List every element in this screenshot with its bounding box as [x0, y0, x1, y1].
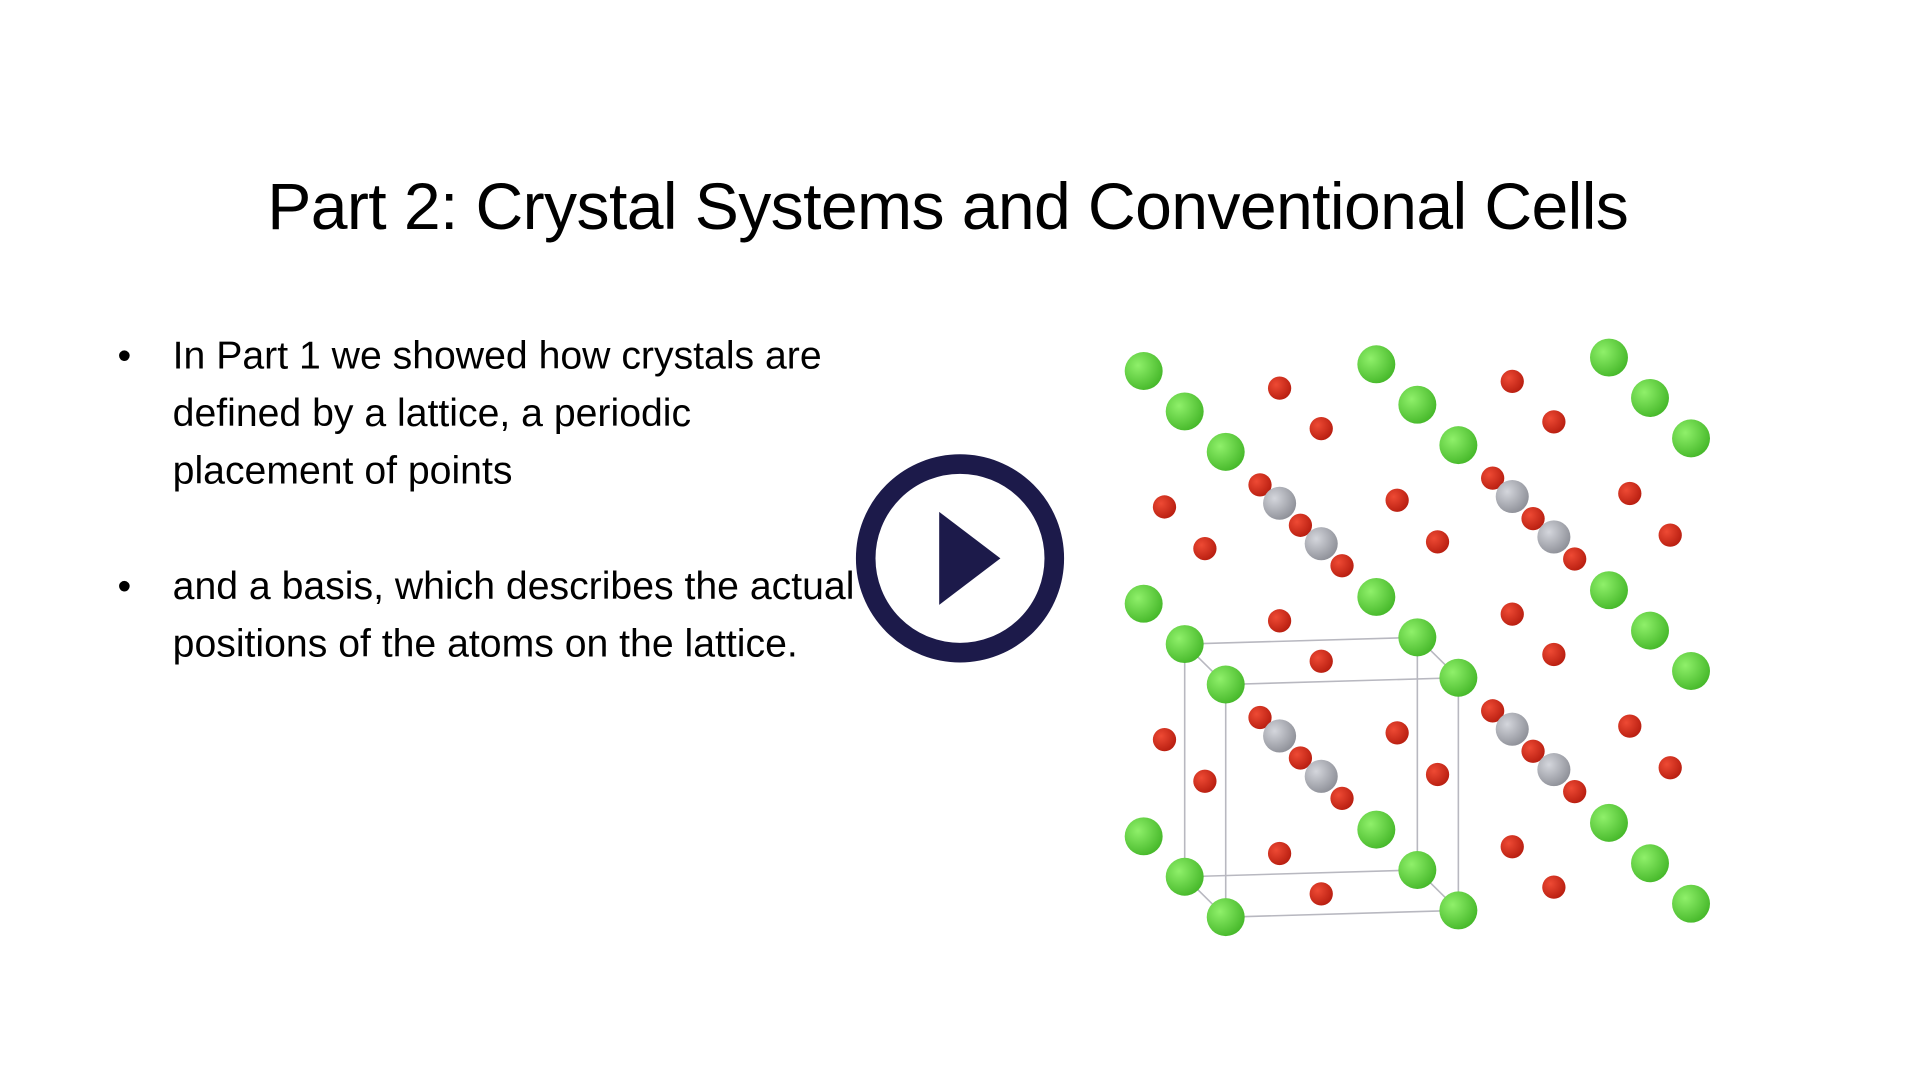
red-atom [1425, 530, 1450, 554]
green-atom [1165, 857, 1204, 896]
red-atom [1267, 609, 1292, 633]
green-atom [1439, 891, 1478, 930]
red-atom [1330, 786, 1354, 811]
red-atom [1425, 762, 1450, 787]
green-atom [1439, 658, 1478, 697]
unit-cell-edge [1225, 676, 1459, 686]
red-atom [1563, 780, 1587, 804]
green-atom [1206, 898, 1245, 937]
unit-cell-edge [1225, 909, 1459, 918]
green-atom [1672, 652, 1711, 691]
play-icon [939, 511, 1001, 605]
green-atom [1672, 419, 1711, 458]
green-atom [1590, 571, 1628, 610]
grey-atom [1263, 719, 1297, 753]
bullet-marker: • [117, 333, 132, 378]
grey-atom [1537, 520, 1571, 554]
grey-atom [1304, 527, 1338, 561]
bullet-text-line: and a basis, which describes the actual [172, 563, 855, 608]
red-atom [1385, 488, 1409, 512]
red-atom [1288, 746, 1313, 770]
red-atom [1152, 495, 1177, 519]
green-atom [1398, 385, 1437, 424]
bullet-text-line: positions of the atoms on the lattice. [172, 620, 798, 665]
green-atom [1631, 378, 1669, 417]
red-atom [1500, 835, 1524, 859]
green-atom [1357, 577, 1396, 616]
green-atom [1124, 584, 1163, 623]
red-atom [1152, 727, 1177, 752]
unit-cell-edge [1184, 636, 1418, 645]
green-atom [1165, 625, 1204, 664]
red-atom [1542, 410, 1566, 434]
red-atom [1618, 481, 1642, 506]
red-atom [1309, 416, 1333, 441]
green-atom [1398, 618, 1437, 657]
red-atom [1267, 376, 1292, 400]
red-atom [1618, 714, 1642, 738]
bullet-text-line: defined by a lattice, a periodic [172, 390, 692, 435]
green-atom [1206, 665, 1245, 704]
bullet-text-line: placement of points [172, 448, 513, 493]
play-video-button[interactable] [855, 453, 1066, 664]
grey-atom [1263, 486, 1297, 520]
atoms [1124, 338, 1711, 937]
green-atom [1124, 817, 1163, 856]
unit-cell-edge [1184, 869, 1418, 878]
green-atom [1165, 392, 1204, 431]
red-atom [1481, 699, 1505, 723]
green-atom [1631, 844, 1669, 883]
bullet-item: • and a basis, which describes the actua… [118, 557, 855, 672]
green-atom [1206, 432, 1245, 471]
red-atom [1563, 547, 1587, 571]
red-atom [1309, 649, 1333, 673]
green-atom [1631, 611, 1669, 650]
green-atom [1357, 810, 1396, 849]
red-atom [1500, 602, 1524, 626]
green-atom [1398, 851, 1437, 889]
bullet-item: • In Part 1 we showed how crystals are d… [118, 327, 822, 500]
grey-atom [1304, 759, 1338, 793]
red-atom [1309, 882, 1333, 906]
red-atom [1521, 739, 1545, 763]
red-atom [1658, 523, 1682, 547]
red-atom [1385, 721, 1409, 745]
red-atom [1193, 536, 1217, 561]
red-atom [1500, 369, 1524, 394]
green-atom [1672, 884, 1711, 923]
red-atom [1330, 554, 1354, 578]
bullet-text-line: In Part 1 we showed how crystals are [172, 333, 822, 378]
red-atom [1267, 841, 1292, 866]
red-atom [1248, 473, 1272, 497]
grey-atom [1495, 480, 1529, 514]
red-atom [1193, 769, 1217, 793]
red-atom [1248, 705, 1272, 730]
grey-atom [1495, 712, 1529, 746]
green-atom [1590, 338, 1628, 377]
slide-title: Part 2: Crystal Systems and Conventional… [267, 170, 1629, 244]
red-atom [1288, 513, 1313, 537]
green-atom [1357, 345, 1396, 384]
green-atom [1590, 803, 1628, 842]
red-atom [1481, 466, 1505, 490]
red-atom [1521, 506, 1545, 531]
grey-atom [1537, 753, 1571, 787]
bullet-marker: • [117, 563, 132, 608]
green-atom [1124, 352, 1163, 391]
red-atom [1542, 642, 1566, 667]
green-atom [1439, 426, 1478, 465]
red-atom [1658, 756, 1682, 780]
red-atom [1542, 875, 1566, 899]
